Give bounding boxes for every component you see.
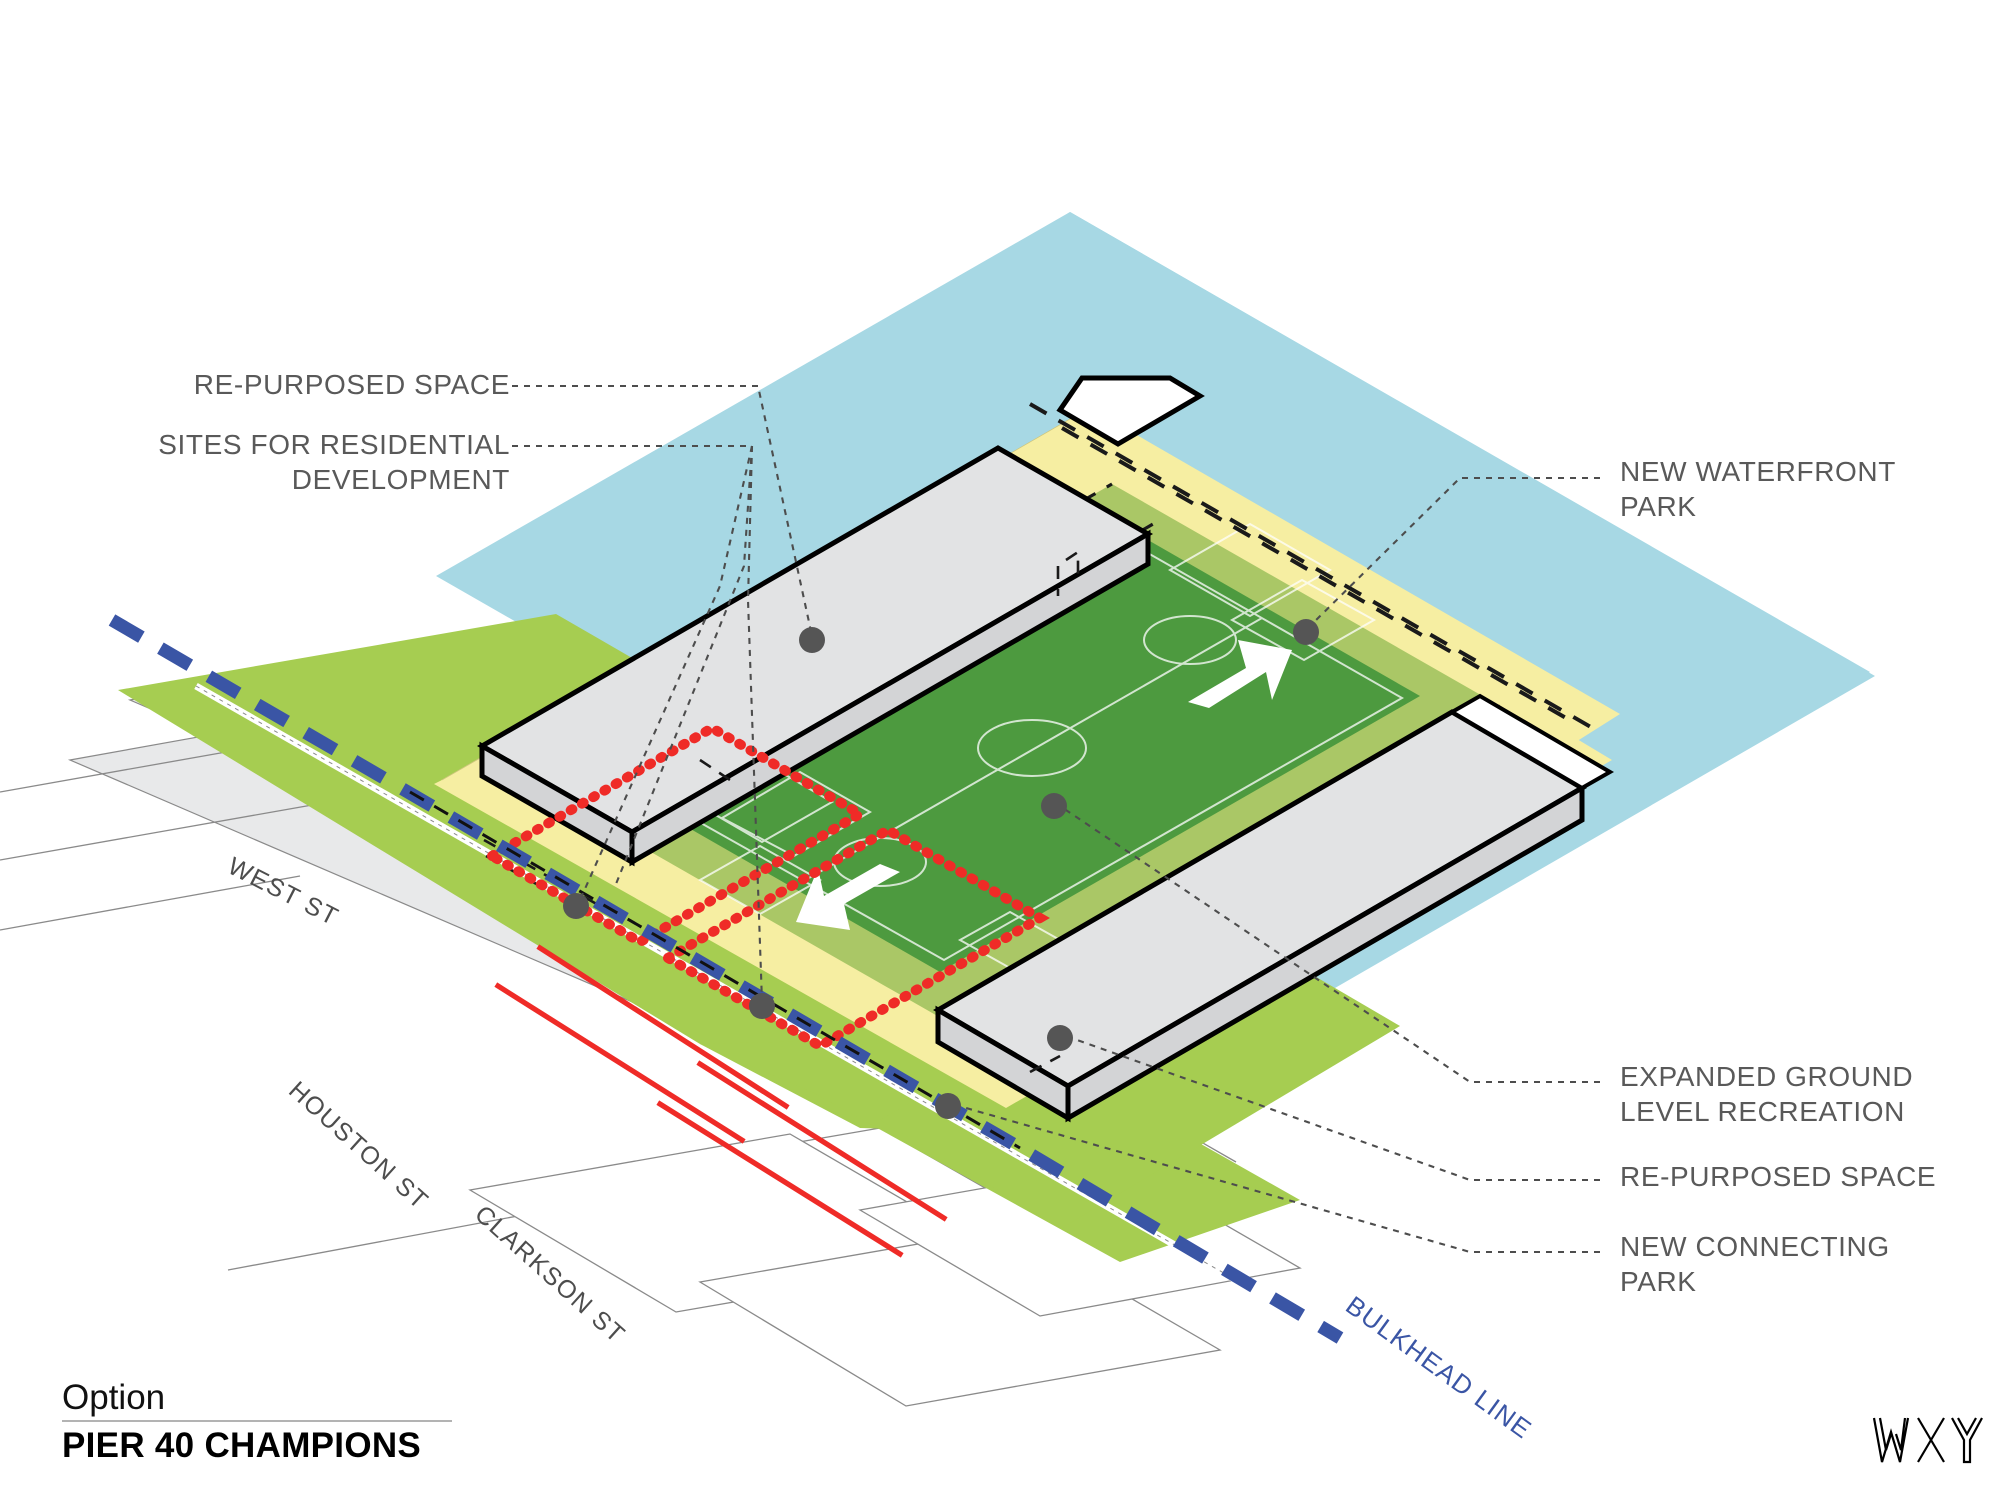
annotation-waterfront-park: NEW WATERFRONT PARK	[1620, 456, 1896, 522]
option-label: Option	[62, 1378, 166, 1417]
arrow-northeast	[1188, 640, 1292, 708]
leader-dot	[563, 893, 589, 919]
annotation-connecting-park: NEW CONNECTING PARK	[1620, 1231, 1890, 1297]
leader-dot	[749, 993, 775, 1019]
block-white-2	[698, 1227, 1222, 1407]
leader-dot	[799, 627, 825, 653]
leader-dot	[935, 1093, 961, 1119]
building-north-tab	[1056, 375, 1205, 447]
annotation-ground-recreation: EXPANDED GROUND LEVEL RECREATION	[1620, 1061, 1914, 1127]
annotation-repurposed-space-left: RE-PURPOSED SPACE	[193, 369, 510, 400]
arrow-southwest	[796, 864, 900, 930]
leader-dot	[1041, 793, 1067, 819]
annotation-repurposed-space-right: RE-PURPOSED SPACE	[1620, 1161, 1937, 1192]
logo-letter-w	[1872, 1417, 1910, 1463]
annotation-residential-sites: SITES FOR RESIDENTIAL DEVELOPMENT	[158, 429, 510, 495]
leader-dots	[563, 619, 1319, 1119]
logo-letter-y	[1951, 1417, 1983, 1464]
bulkhead-line-core	[409, 790, 1021, 1150]
title-block: Option PIER 40 CHAMPIONS	[62, 1378, 452, 1465]
leader-dot	[1293, 619, 1319, 645]
residential-site-outline-1	[482, 722, 870, 948]
leader-lines	[512, 384, 1600, 1254]
building-south	[933, 693, 1614, 1123]
logo-letter-x	[1917, 1417, 1945, 1463]
title-divider	[62, 1420, 452, 1423]
promenade-path-dashes	[1029, 402, 1597, 732]
scheme-title: PIER 40 CHAMPIONS	[62, 1426, 422, 1466]
wxy-logo	[1872, 1417, 1983, 1464]
leader-dot	[1047, 1025, 1073, 1051]
red-street-lines	[494, 944, 948, 1258]
